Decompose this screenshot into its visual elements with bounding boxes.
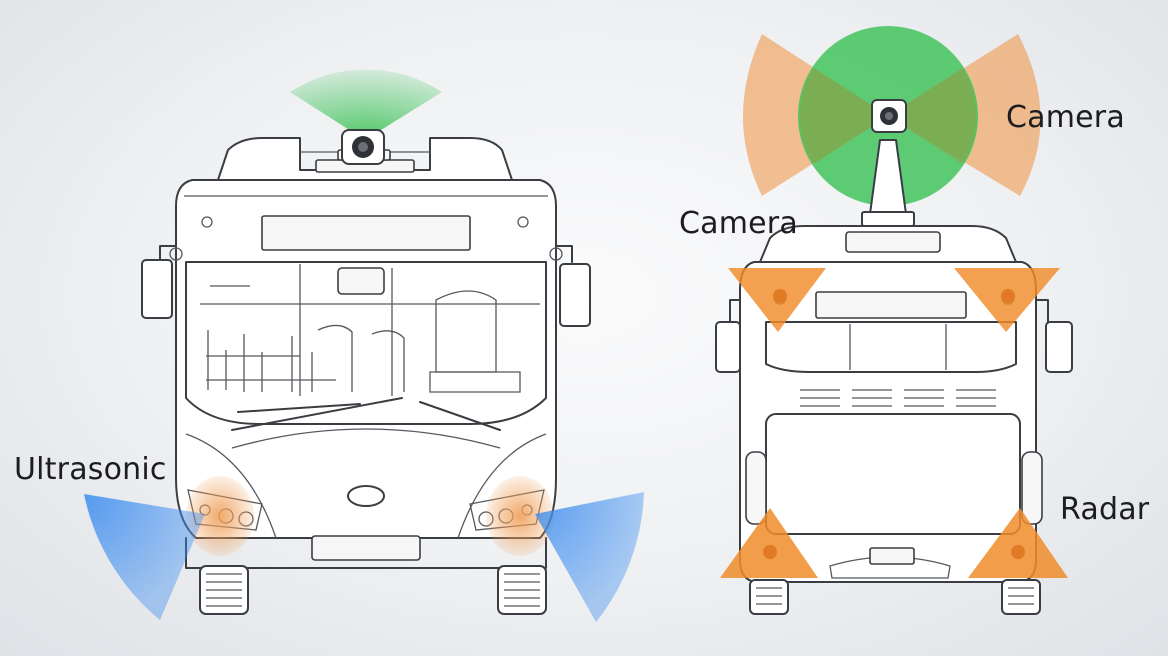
radar-right xyxy=(968,508,1068,578)
ultrasonic-sensor-left xyxy=(186,476,254,556)
label-ultrasonic: Ultrasonic xyxy=(14,452,167,487)
label-radar: Radar xyxy=(1060,492,1150,527)
ultrasonic-fov-right xyxy=(535,492,644,622)
label-camera-left: Camera xyxy=(679,206,798,241)
mast-camera-icon xyxy=(871,99,907,133)
radar-left xyxy=(720,508,818,578)
bus-front xyxy=(84,69,644,622)
rear-vents xyxy=(800,389,996,407)
top-camera-icon xyxy=(341,129,385,165)
ultrasonic-fov-left xyxy=(84,494,205,620)
ultrasonic-sensor-right xyxy=(486,476,554,556)
bus-rear xyxy=(715,26,1073,615)
top-camera-fov xyxy=(290,69,442,140)
front-right-wheel xyxy=(497,565,547,615)
label-camera-right: Camera xyxy=(1006,100,1125,135)
front-left-wheel xyxy=(199,565,249,615)
